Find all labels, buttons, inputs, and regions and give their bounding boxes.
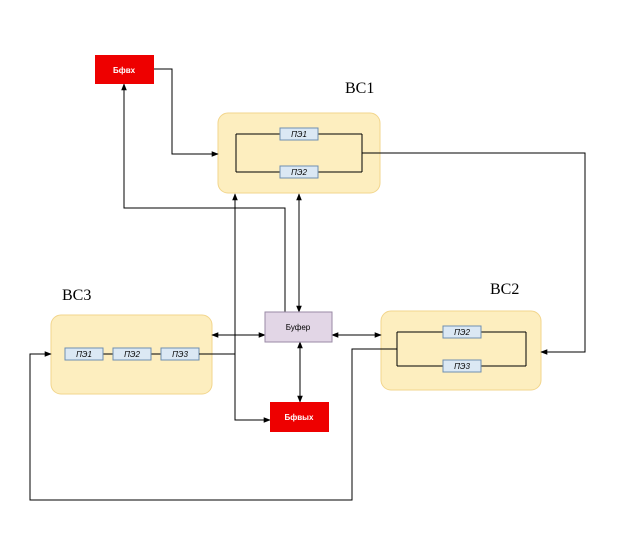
bc3-pe-3: ПЭ3 <box>160 347 200 361</box>
connector-buffer-to-input <box>121 83 286 312</box>
connector-bc1-to-bc2 <box>362 152 586 355</box>
bc3-pe-2: ПЭ2 <box>112 347 152 361</box>
buffer-node: Буфер <box>264 311 333 343</box>
bc3-pe-2-label: ПЭ2 <box>124 350 140 359</box>
system-bc1-title: ВС1 <box>345 80 374 97</box>
bc1-pe-1-label: ПЭ1 <box>291 130 307 139</box>
bc3-pe-1: ПЭ1 <box>64 347 104 361</box>
bc1-pe-2: ПЭ2 <box>279 165 319 179</box>
system-bc3-title: ВС3 <box>62 287 91 304</box>
output-buffer-node: Бфвых <box>270 402 329 432</box>
bc2-pe-2-label: ПЭ3 <box>454 362 470 371</box>
input-buffer-label: Бфвх <box>113 66 136 75</box>
bc2-pe-2: ПЭ3 <box>442 359 482 373</box>
bc2-pe-1-label: ПЭ2 <box>454 328 470 337</box>
bc2-pe-1: ПЭ2 <box>442 325 482 339</box>
bc1-pe-2-label: ПЭ2 <box>291 168 307 177</box>
connector-input-to-bc1 <box>154 68 219 157</box>
buffer-label: Буфер <box>286 323 311 332</box>
bc1-parallel-wiring <box>235 133 363 173</box>
system-bc2-container <box>380 310 542 391</box>
bc3-pe-1-label: ПЭ1 <box>76 350 92 359</box>
connector-to-output <box>234 354 271 423</box>
system-bc1-container <box>217 112 381 194</box>
input-buffer-node: Бфвх <box>95 55 154 84</box>
bc3-pe-3-label: ПЭ3 <box>172 350 188 359</box>
bc1-pe-1: ПЭ1 <box>279 127 319 141</box>
connector-bc2-to-bc3 <box>29 348 397 501</box>
system-bc2-title: ВС2 <box>490 281 519 298</box>
output-buffer-label: Бфвых <box>285 413 315 422</box>
